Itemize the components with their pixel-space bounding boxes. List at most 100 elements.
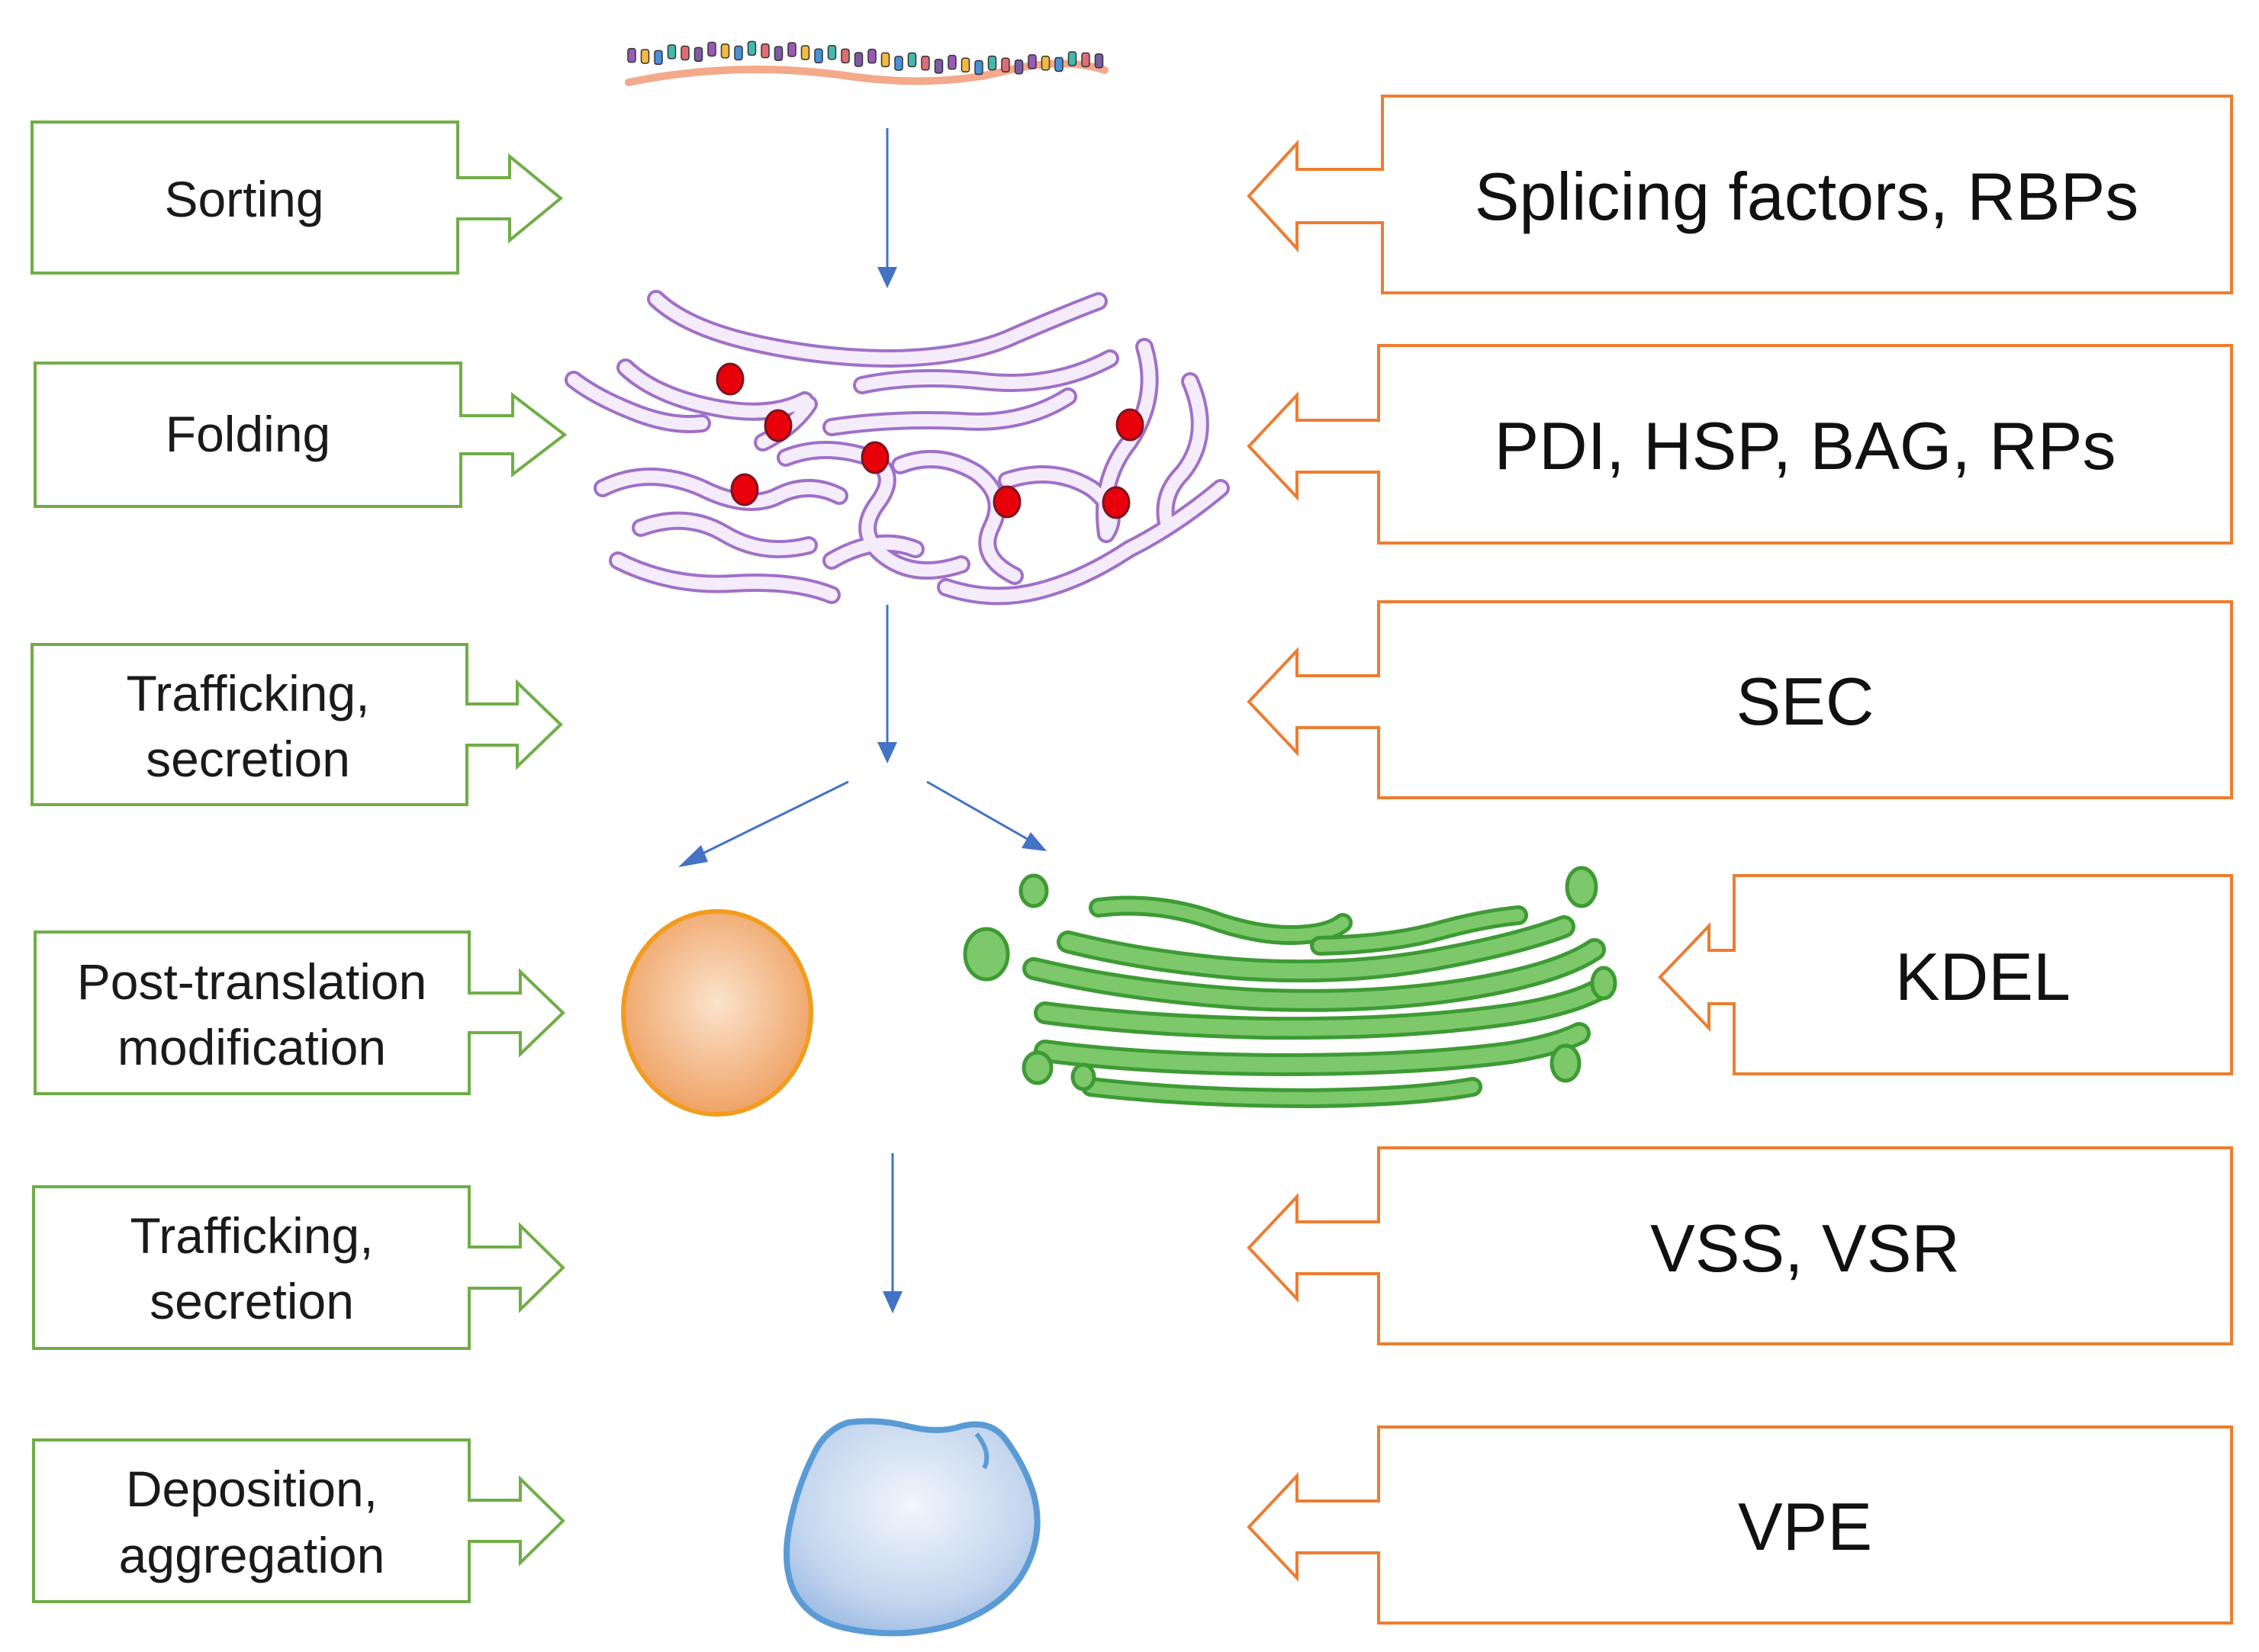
ribosome-bead xyxy=(774,46,784,61)
golgi-vesicle xyxy=(1022,1050,1054,1085)
ribosome-bead xyxy=(747,40,757,56)
process-step-line: modification xyxy=(117,1019,386,1075)
ribosome-bead xyxy=(867,48,877,64)
protein-dot xyxy=(1115,408,1144,442)
psv-illustration xyxy=(784,1418,1041,1637)
process-step: Trafficking, secretion xyxy=(32,1185,565,1350)
process-step: Folding xyxy=(34,362,568,508)
protein-dot xyxy=(1102,486,1131,519)
ribosome-bead xyxy=(827,45,837,60)
golgi-vesicle xyxy=(1565,866,1598,908)
factor-arrow-shape xyxy=(1247,1146,2233,1345)
protein-dot xyxy=(764,409,793,442)
flow-arrow xyxy=(883,1153,903,1313)
ribosome-bead xyxy=(627,47,636,63)
golgi-vesicle xyxy=(1018,873,1049,908)
ribosome-bead xyxy=(693,47,703,63)
process-step-line: secretion xyxy=(146,731,350,787)
protein-dot xyxy=(730,473,759,506)
factor-box: PDI, HSP, BAG, RPs xyxy=(1247,344,2233,545)
factor-label: Splicing factors, RBPs xyxy=(1475,159,2139,234)
ribosome-bead xyxy=(854,52,864,67)
process-step-line: Trafficking, xyxy=(126,665,369,722)
process-step-arrow-shape xyxy=(32,1438,565,1603)
process-step-line: Deposition, xyxy=(126,1461,378,1517)
ribosome-bead xyxy=(734,45,743,61)
process-step-line: Post-translation xyxy=(77,953,427,1010)
process-step-line: secretion xyxy=(150,1273,354,1329)
golgi-vesicle xyxy=(1590,966,1617,1001)
golgi-vesicle xyxy=(1549,1043,1582,1083)
ribosome-bead xyxy=(1001,57,1010,73)
process-step: Sorting xyxy=(31,121,564,275)
ribosome-beads xyxy=(627,40,1104,76)
ribosome-bead xyxy=(1081,52,1090,68)
protein-dot xyxy=(716,362,745,396)
ribosome-bead xyxy=(681,45,690,61)
ribosome-bead xyxy=(720,43,730,59)
ribosome-bead xyxy=(1054,56,1064,72)
factor-arrow-shape xyxy=(1247,344,2233,545)
flow-arrow xyxy=(877,128,897,288)
factor-label: VPE xyxy=(1738,1489,1872,1564)
ribosome-bead xyxy=(907,52,917,68)
factor-label: PDI, HSP, BAG, RPs xyxy=(1494,408,2116,484)
factor-box: Splicing factors, RBPs xyxy=(1247,95,2233,294)
ribosome-bead xyxy=(987,55,997,71)
ribosome-bead xyxy=(961,57,970,73)
factor-box: SEC xyxy=(1247,600,2233,799)
ribosome-bead xyxy=(814,48,823,64)
process-step-line: Trafficking, xyxy=(130,1207,373,1264)
factor-label: SEC xyxy=(1736,664,1874,739)
process-step-line: Folding xyxy=(166,406,330,462)
factor-box: KDEL xyxy=(1658,874,2233,1075)
ribosome-bead xyxy=(667,44,677,59)
factor-arrow-shape xyxy=(1247,600,2233,799)
ribosome-bead xyxy=(1028,54,1037,69)
process-step-arrow-shape xyxy=(34,930,565,1095)
ribosome-bead xyxy=(921,55,930,71)
flow-arrow xyxy=(678,780,849,867)
ribosome-bead xyxy=(1094,53,1104,69)
process-step-line: Sorting xyxy=(164,171,323,227)
ribosome-bead xyxy=(640,49,650,64)
factor-label: VSS, VSR xyxy=(1650,1210,1960,1286)
process-step-arrow-shape xyxy=(34,362,568,508)
process-step-arrow-shape xyxy=(31,643,563,806)
ribosome-bead xyxy=(934,59,944,74)
ribosome-bead xyxy=(948,54,957,70)
process-step-arrow-shape xyxy=(32,1185,565,1350)
process-step: Trafficking, secretion xyxy=(31,643,563,806)
flow-arrows xyxy=(678,128,1047,1313)
factor-box: VSS, VSR xyxy=(1247,1146,2233,1345)
ribosome-bead xyxy=(654,50,663,66)
process-step-line: aggregation xyxy=(119,1527,385,1583)
ribosome-bead xyxy=(800,45,810,60)
pac-vesicle-illustration xyxy=(621,909,813,1117)
ribosome-bead xyxy=(841,48,850,64)
flow-arrow xyxy=(877,605,897,763)
flow-arrow xyxy=(926,780,1047,851)
er-illustration xyxy=(565,290,1230,606)
golgi-illustration xyxy=(963,866,1617,1108)
protein-dot xyxy=(861,441,890,474)
factor-arrow-shape xyxy=(1658,874,2233,1075)
ribosome-bead xyxy=(1067,51,1077,66)
ribosome-bead xyxy=(894,56,903,71)
ribosome-bead xyxy=(880,52,890,68)
factor-arrow-shape xyxy=(1247,1425,2233,1625)
ribosome-bead xyxy=(707,41,716,57)
mrna-illustration xyxy=(625,40,1109,86)
process-step: Post-translation modification xyxy=(34,930,565,1095)
process-step-arrow-shape xyxy=(31,121,564,275)
ribosome-bead xyxy=(1041,56,1051,71)
ribosome-bead xyxy=(974,59,983,76)
golgi-vesicle xyxy=(1070,1062,1096,1091)
ribosome-bead xyxy=(761,43,770,59)
ribosome-bead xyxy=(1014,59,1024,75)
golgi-vesicle xyxy=(963,927,1010,982)
protein-dot xyxy=(993,485,1022,519)
factor-label: KDEL xyxy=(1895,939,2071,1014)
